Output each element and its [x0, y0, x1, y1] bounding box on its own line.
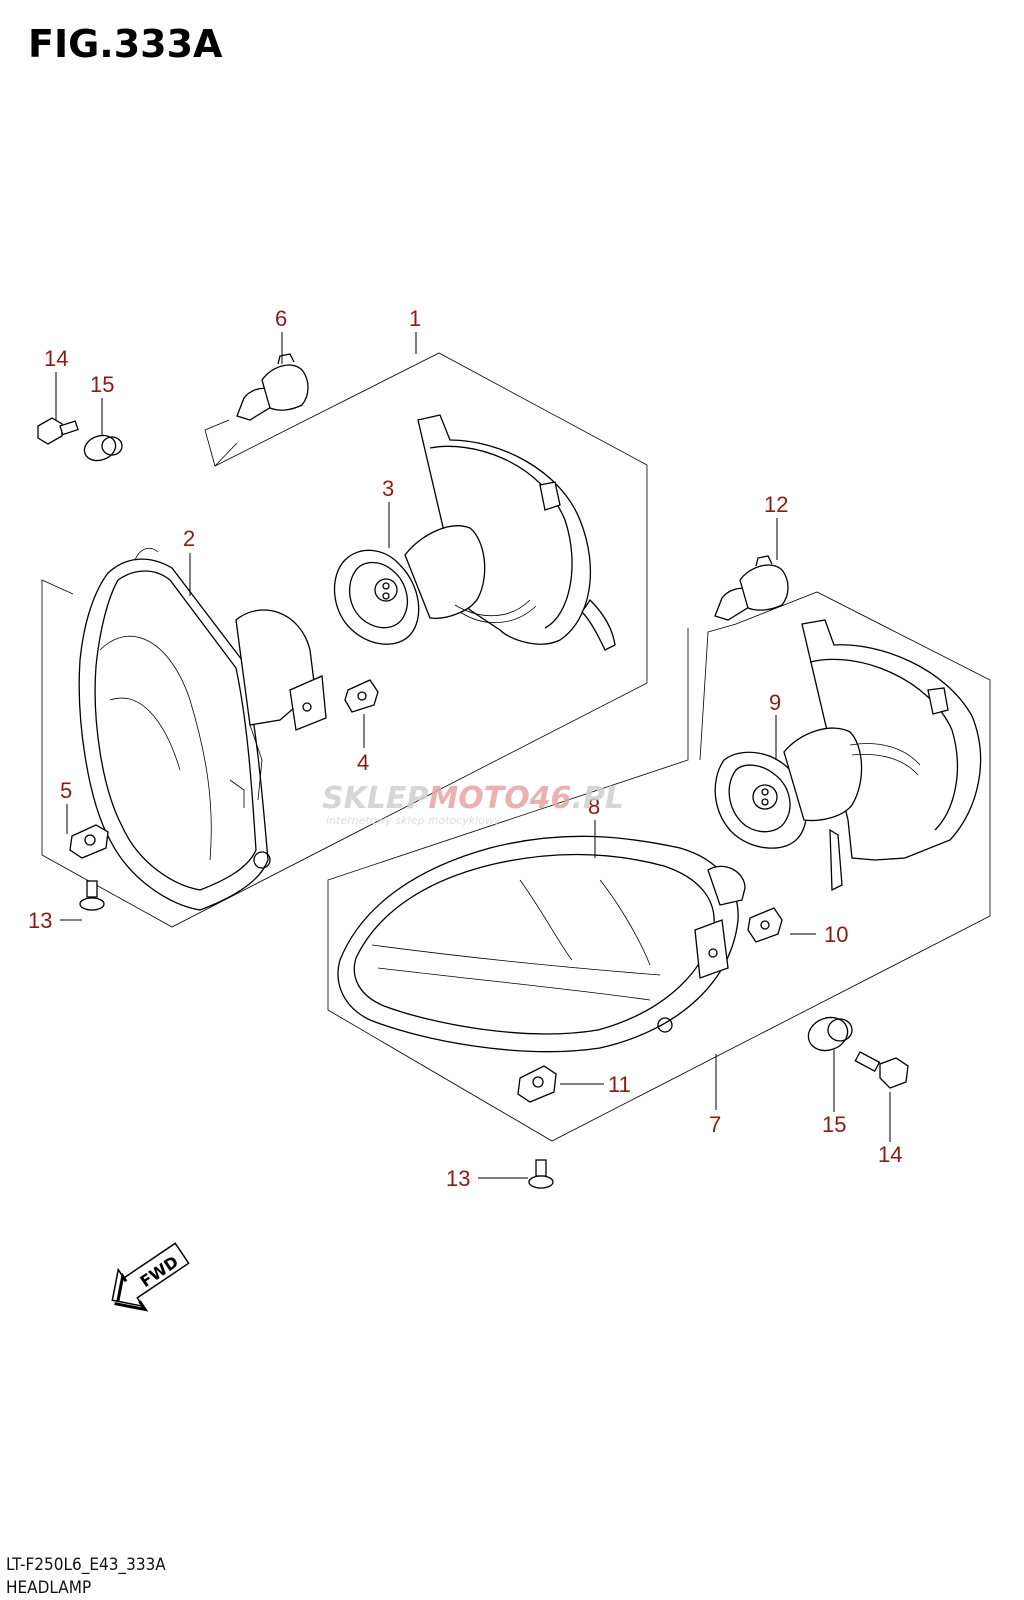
headlamp-housing-2: [78, 547, 327, 911]
callout-11: 11: [608, 1072, 631, 1097]
callout-12: 12: [764, 492, 788, 517]
fwd-arrow: FWD: [111, 1242, 190, 1312]
callout-13-lower: 13: [446, 1166, 470, 1191]
clip-nut-11: [517, 1065, 557, 1103]
screw-13-upper: [79, 880, 105, 911]
callout-6: 6: [275, 306, 287, 331]
callout-13-upper: 13: [28, 908, 52, 933]
clip-nut-4: [344, 679, 379, 713]
figure-title: FIG.333A: [28, 22, 223, 66]
watermark: SKLEPMOTO46.PL internetowy sklep motocyk…: [322, 781, 624, 827]
clip-nut-10: [747, 907, 783, 943]
callout-15-upper: 15: [90, 372, 114, 397]
callout-8: 8: [588, 794, 600, 819]
callout-10: 10: [824, 922, 848, 947]
callout-15-lower: 15: [822, 1112, 846, 1137]
callouts: 1 2 3 4 5 6 7 8 9 10 11 12 13 13 14 14 1…: [28, 306, 902, 1191]
callout-7: 7: [709, 1112, 721, 1137]
clip-nut-5: [69, 824, 109, 859]
socket-cover-9: [714, 619, 982, 892]
callout-4: 4: [357, 750, 369, 775]
bolt-14-lower: [854, 1051, 909, 1089]
leader-lines: [55, 332, 891, 1179]
callout-5: 5: [60, 778, 72, 803]
watermark-tagline: internetowy sklep motocyklowy: [326, 814, 501, 827]
bolt-14-upper: [37, 417, 79, 445]
right-headlamp-assembly: [327, 555, 991, 1189]
section-name: HEADLAMP: [6, 1578, 92, 1598]
callout-1: 1: [409, 306, 421, 331]
grommet-15-lower: [807, 1016, 853, 1052]
callout-3: 3: [382, 476, 394, 501]
callout-9: 9: [769, 690, 781, 715]
headlamp-housing-8: [337, 835, 746, 1053]
screw-13-lower: [528, 1159, 554, 1189]
watermark-brand: SKLEPMOTO46.PL: [322, 781, 624, 816]
bulb-12: [714, 555, 789, 621]
assembly-outline-upper: [41, 352, 648, 928]
model-code: LT-F250L6_E43_333A: [6, 1555, 166, 1575]
grommet-15-upper: [83, 434, 123, 462]
callout-14-upper: 14: [44, 346, 68, 371]
callout-14-lower: 14: [878, 1142, 902, 1167]
socket-cover-3: [333, 414, 616, 651]
callout-2: 2: [183, 526, 195, 551]
left-headlamp-assembly: [37, 352, 648, 928]
bulb-6: [236, 353, 309, 421]
